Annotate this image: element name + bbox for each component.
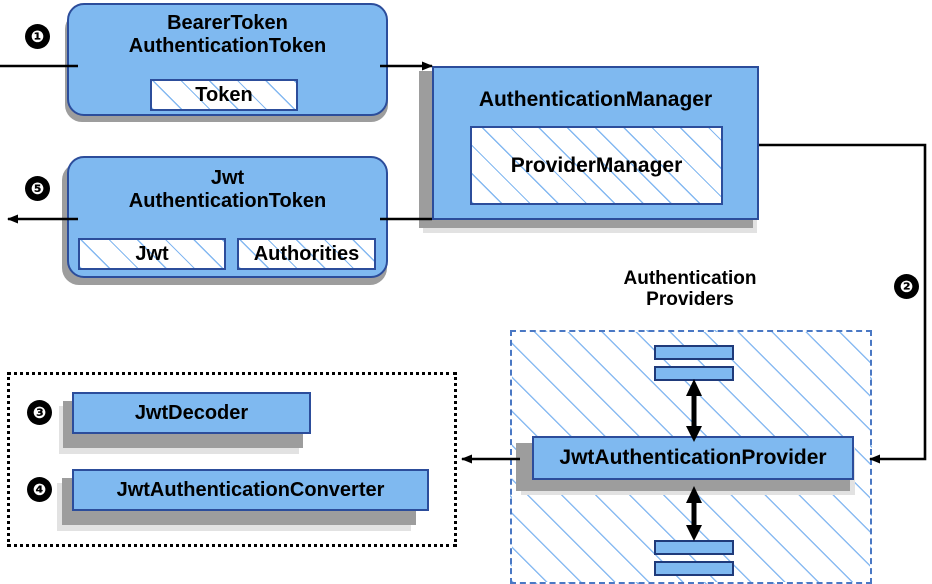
bearer-token-title-line1: BearerToken [167, 12, 288, 34]
step-marker-1: ❶ [25, 24, 50, 49]
authentication-manager-title: AuthenticationManager [478, 88, 713, 111]
step-marker-1-label: ❶ [30, 27, 45, 46]
bearer-token-slot-label: Token [195, 83, 253, 106]
jwt-authentication-provider-label: JwtAuthenticationProvider [559, 446, 827, 469]
step-marker-2-label: ❷ [899, 277, 914, 296]
step-marker-5: ❺ [25, 176, 50, 201]
jwt-decoder-box[interactable]: JwtDecoder [72, 392, 311, 434]
step-marker-4-label: ❹ [32, 480, 47, 499]
provider-manager-label: ProviderManager [510, 153, 683, 177]
authentication-providers-label-line1: Authentication [623, 268, 757, 289]
authentication-manager-slot-provider-manager: ProviderManager [470, 126, 723, 205]
provider-slot-upper-bar-2 [654, 366, 734, 381]
jwt-authentication-converter-box[interactable]: JwtAuthenticationConverter [72, 469, 429, 511]
step-marker-3: ❸ [27, 400, 52, 425]
provider-slot-lower-bar-2 [654, 561, 734, 576]
authentication-providers-label-line2: Providers [646, 289, 734, 311]
authentication-providers-label: Authentication Providers [604, 268, 776, 311]
provider-slot-upper-bar-1 [654, 345, 734, 360]
jwt-support-region [7, 372, 457, 547]
step-marker-3-label: ❸ [32, 403, 47, 422]
jwt-authentication-token-slot-authorities: Authorities [237, 238, 376, 270]
jwt-authentication-token-title-line1: Jwt [210, 167, 245, 189]
bearer-token-slot-token: Token [150, 79, 298, 111]
provider-slot-lower-bar-1 [654, 540, 734, 555]
jwt-slot-label: Jwt [135, 242, 169, 265]
jwt-authentication-token-title-line2: AuthenticationToken [128, 190, 327, 212]
step-marker-4: ❹ [27, 477, 52, 502]
step-marker-5-label: ❺ [30, 179, 45, 198]
authorities-slot-label: Authorities [253, 242, 360, 265]
bearer-token-title-line2: AuthenticationToken [128, 35, 327, 57]
jwt-authentication-provider-box[interactable]: JwtAuthenticationProvider [532, 436, 854, 480]
jwt-authentication-token-slot-jwt: Jwt [78, 238, 226, 270]
step-marker-2: ❷ [894, 274, 919, 299]
jwt-authentication-converter-label: JwtAuthenticationConverter [116, 478, 385, 501]
jwt-decoder-label: JwtDecoder [134, 401, 249, 424]
